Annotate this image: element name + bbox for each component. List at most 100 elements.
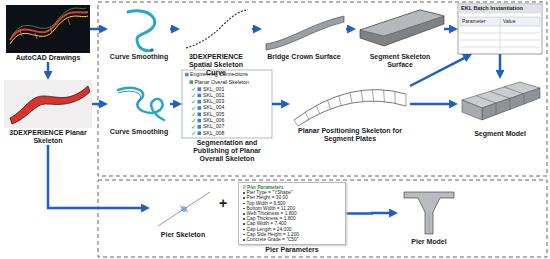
planar-ground (4, 80, 92, 128)
caption-text: Segment Model (458, 130, 542, 138)
tree-item: SKL_004 (203, 105, 224, 111)
caption: Segment Skeleton Surface (356, 53, 444, 69)
image-panel: Curve Smoothing (108, 6, 170, 61)
tree-icon (198, 100, 202, 104)
flow-arrow (346, 212, 394, 215)
bullet (243, 234, 245, 236)
parameter-row: Cap Width = 7.400 (243, 221, 341, 226)
caption-text: AutoCAD Drawings (6, 54, 90, 62)
caption: Segmentation and Publishing of Planar Ov… (182, 139, 272, 163)
caption-text: 3DEXPERIENCE Planar Skeleton (4, 129, 92, 145)
tree-item: SKL_003 (203, 99, 224, 105)
caption-text: Segmentation and Publishing of Planar Ov… (182, 139, 272, 163)
table-header-cell: Parameter (462, 19, 485, 25)
segment-plate-lines (294, 90, 406, 126)
caption-text: Bridge Crown Surface (262, 53, 346, 61)
dialog-title-bar (459, 5, 542, 14)
parameter-text: Cap Thickness = 1.800 (247, 216, 296, 221)
pier-tick (180, 206, 188, 212)
plus-sign: + (219, 196, 227, 211)
caption-text: Pier Model (398, 238, 460, 246)
code-box: // Pier ParametersPier Type = "YShape"Pi… (238, 182, 346, 254)
tree-item: Planar Overall Skeleton (195, 80, 250, 86)
parameter-row: Pier Height = 30.00 (243, 195, 341, 200)
parameter-row: Pier Type = "YShape" (243, 190, 341, 195)
spatial-curve (186, 10, 248, 48)
flow-arrow (90, 28, 104, 31)
parameter-box: // Pier ParametersPier Type = "YShape"Pi… (238, 182, 346, 245)
planar-ribbon (10, 86, 90, 124)
raw-curve (118, 91, 141, 102)
bullet (243, 192, 245, 194)
tree-icon (198, 87, 202, 91)
image-panel: Curve Smoothing (108, 81, 170, 136)
image-panel: 3DEXPERIENCE Spatial Skeleton Curve (180, 6, 252, 77)
bullet (243, 197, 245, 199)
tree-icon (198, 106, 202, 110)
caption: Curve Smoothing (108, 128, 170, 136)
image-panel: Segment Model (458, 79, 542, 138)
parameter-text: Cap Length = 24.000 (247, 227, 292, 232)
girder-front (462, 100, 482, 120)
segment-surface (360, 10, 444, 46)
flow-arrow (499, 54, 502, 75)
tree-item: Engineering Connections (190, 72, 248, 78)
dialog-panel: EKL Batch Instantiation (458, 4, 542, 54)
crown-surface (266, 16, 344, 50)
bullet (243, 223, 245, 225)
segment-outer-edge (294, 90, 406, 120)
segment-joints (476, 87, 524, 115)
cad-ticks (20, 19, 70, 39)
caption-text: Pier Skeleton (150, 231, 216, 239)
bullet (243, 213, 245, 215)
flow-arrow (170, 28, 176, 31)
parameter-row: // Pier Parameters (243, 185, 341, 190)
caption: Segment Model (458, 130, 542, 138)
parameter-row: Bottom Width = 11.200 (243, 206, 341, 211)
caption: Pier Parameters (238, 246, 346, 254)
tree-icons (198, 87, 202, 135)
image-panel: Pier Model (398, 189, 460, 246)
bullet (243, 239, 245, 241)
tree-item: SKL_002 (203, 93, 224, 99)
flow-arrow (92, 103, 104, 106)
tree-icon (185, 73, 189, 77)
caption-text: Planar Positioning Skeleton for Segment … (290, 127, 410, 143)
cad-drawing (6, 5, 90, 53)
parameter-row: Top Width = 6.500 (243, 201, 341, 206)
parameter-row: Cap Thickness = 1.800 (243, 216, 341, 221)
image-panel: Segment Skeleton Surface (356, 6, 444, 69)
caption-text: Pier Parameters (238, 246, 346, 254)
caption: 3DEXPERIENCE Planar Skeleton (4, 129, 92, 145)
tree-icon (190, 80, 194, 84)
window-title-text: EKL Batch Instantiation (461, 4, 542, 13)
parameter-text: Pier Height = 30.00 (247, 195, 288, 200)
smoothed-curve (128, 11, 155, 51)
flow-arrow (252, 28, 258, 31)
tree-icon (198, 125, 202, 129)
tree-item: SKL_005 (203, 112, 224, 118)
parameter-text: Pier Type = "YShape" (247, 190, 293, 195)
caption-text: Curve Smoothing (108, 128, 170, 136)
caption: Pier Model (398, 238, 460, 246)
caption-text: Curve Smoothing (108, 53, 170, 61)
cad-curve (10, 16, 88, 44)
image-panel: Planar Positioning Skeleton for Segment … (290, 82, 410, 143)
parameter-text: Top Width = 6.500 (247, 201, 286, 206)
image-panel: Bridge Crown Surface (262, 6, 346, 61)
window-title: EKL Batch Instantiation (458, 4, 542, 13)
pier-model (404, 192, 454, 234)
girder-side (482, 88, 540, 120)
parameter-row: Web Thickness = 1.800 (243, 211, 341, 216)
tree-item: SKL_007 (203, 124, 224, 130)
image-panel: AutoCAD Drawings (6, 5, 90, 62)
dashed-group-frame (98, 2, 547, 176)
caption: Pier Skeleton (150, 231, 216, 239)
table-grid (460, 17, 540, 51)
parameter-text: // Pier Parameters (243, 185, 284, 190)
image-panel: 3DEXPERIENCE Planar Skeleton (4, 80, 92, 145)
bullet (243, 229, 245, 231)
tree-panel (182, 70, 272, 138)
flow-arrow (272, 103, 286, 106)
flow-arrow (47, 62, 50, 76)
